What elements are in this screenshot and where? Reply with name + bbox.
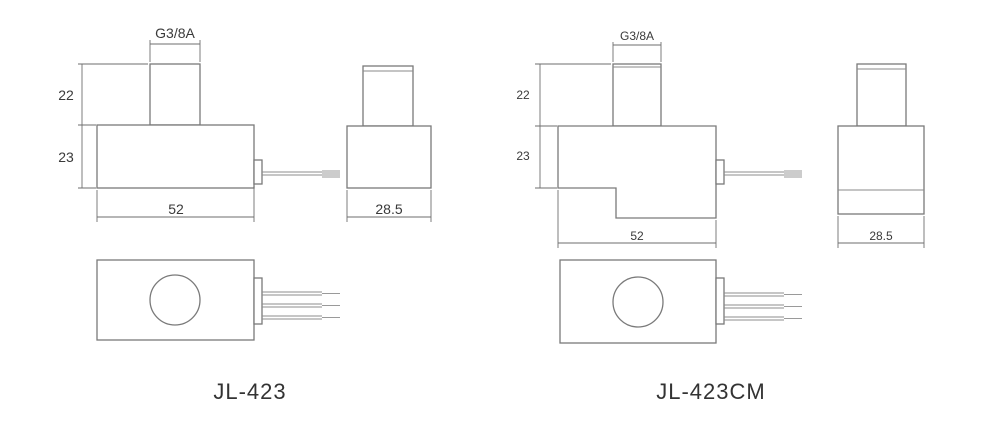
jl-423-side-body — [346, 125, 432, 189]
jl-423-top-view — [96, 259, 340, 341]
jl-423cm-thread-dimension: G3/8A — [612, 29, 662, 62]
jl-423cm-port-circle — [612, 276, 664, 328]
jl-423cm-height-dimensions: 22 23 — [516, 63, 611, 189]
jl-423-top-connector — [253, 277, 263, 325]
jl-423-body — [96, 124, 255, 189]
jl-423cm-thread-label: G3/8A — [620, 29, 654, 43]
jl-423-cable — [262, 170, 340, 178]
jl-423cm-side-view: 28.5 — [837, 63, 925, 248]
jl-423cm-side-stem — [856, 63, 907, 127]
jl-423cm-side-body — [837, 125, 925, 215]
jl-423-top-wires — [262, 291, 340, 320]
jl-423-port-circle — [149, 274, 201, 326]
jl-423cm-front-view: G3/8A 22 23 52 — [516, 29, 802, 248]
jl-423-width-label: 28.5 — [375, 201, 402, 217]
jl-423cm-width-label: 28.5 — [869, 229, 893, 243]
jl-423cm-top-connector — [715, 277, 725, 325]
jl-423cm-width-dimension: 28.5 — [837, 216, 925, 248]
jl-423cm-cable — [724, 170, 802, 178]
jl-423-height-dimensions: 22 23 — [58, 63, 148, 189]
jl-423cm-stem-height-label: 22 — [516, 88, 530, 102]
model-jl-423: G3/8A 22 23 52 — [58, 25, 432, 404]
jl-423cm-top-view — [559, 259, 802, 344]
jl-423-connector — [253, 159, 263, 185]
jl-423-length-label: 52 — [168, 201, 184, 217]
jl-423-width-dimension: 28.5 — [346, 190, 432, 222]
jl-423cm-length-label: 52 — [630, 229, 644, 243]
jl-423cm-connector — [715, 159, 725, 185]
model-jl-423cm: G3/8A 22 23 52 — [516, 29, 925, 404]
jl-423cm-top-wires — [724, 292, 802, 321]
jl-423-front-view: G3/8A 22 23 52 — [58, 25, 340, 222]
jl-423cm-body-height-label: 23 — [516, 149, 530, 163]
jl-423cm-model-label: JL-423CM — [656, 379, 765, 404]
jl-423-side-view: 28.5 — [346, 65, 432, 222]
jl-423cm-body — [557, 125, 717, 219]
jl-423-stem-height-label: 22 — [58, 87, 74, 103]
jl-423-body-height-label: 23 — [58, 149, 74, 165]
jl-423-thread-label: G3/8A — [155, 25, 195, 41]
jl-423-model-label: JL-423 — [213, 379, 286, 404]
jl-423-length-dimension: 52 — [96, 186, 255, 222]
jl-423-side-stem — [362, 65, 414, 127]
jl-423-stem — [149, 63, 201, 126]
jl-423cm-stem — [612, 63, 662, 127]
jl-423-thread-dimension: G3/8A — [149, 25, 201, 62]
jl-423cm-length-dimension: 52 — [557, 190, 717, 248]
